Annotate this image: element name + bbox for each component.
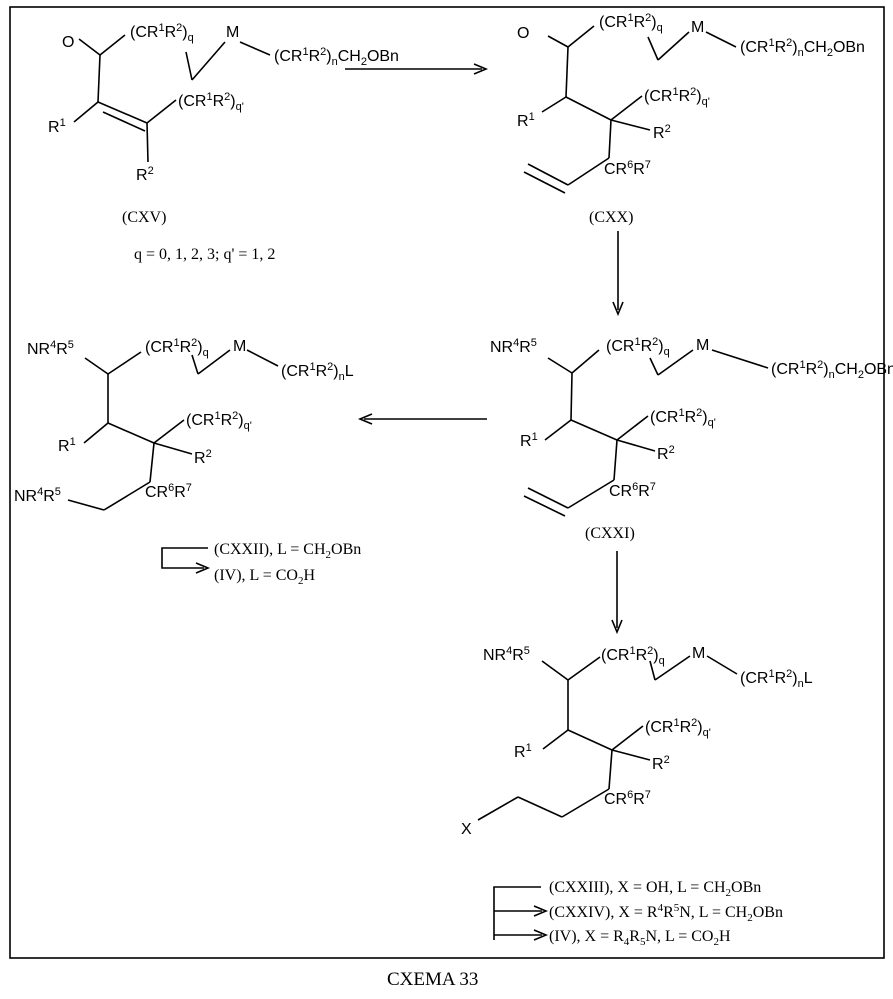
cr1r2-q-group: (CR1R2)q [606,336,670,358]
chain-group: (CR1R2)nCH2OBn [740,37,865,59]
m-linker: M [696,337,709,354]
r1-substituent: R1 [520,431,538,450]
cr6r7-group: CR6R7 [145,482,192,501]
nr4r5-group: NR4R5 [27,339,74,358]
arrow-cxxi-to-cxxii [360,414,487,424]
compound-label: (CXX) [589,209,633,226]
compound-label-cxxiv: (CXXIV), X = R4R5N, L = CH2OBn [549,902,783,924]
r2-substituent: R2 [136,165,154,184]
r2-substituent: R2 [653,123,671,142]
index-note: q = 0, 1, 2, 3; q' = 1, 2 [134,246,275,263]
r1-substituent: R1 [58,436,76,455]
m-linker: M [692,645,705,662]
cr1r2-q-group: (CR1R2)q [601,645,665,667]
cr1r2-q-group: (CR1R2)q [599,12,663,34]
x-substituent: X [461,821,472,838]
chain-group: (CR1R2)nCH2OBn [274,46,399,68]
cr1r2-qprime-group: (CR1R2)q' [645,717,711,739]
scheme-frame [10,7,884,958]
compound-label: (CXXI) [585,525,635,542]
chain-group: (CR1R2)nL [740,668,813,690]
cr1r2-q-group: (CR1R2)q [145,337,209,359]
arrow-cxx-to-cxxi [613,231,623,314]
oxygen-atom: O [62,34,74,51]
compound-label-iv: (IV), X = R4R5N, L = CO2H [549,928,731,948]
cr6r7-group: CR6R7 [609,481,656,500]
compound-cxxiii: NR4R5 (CR1R2)q M (CR1R2)nL (CR1R2)q' R1 … [461,645,813,948]
scheme-caption: CXEMA 33 [387,969,478,990]
cr1r2-qprime-group: (CR1R2)q' [644,86,710,108]
m-linker: M [691,19,704,36]
cr1r2-qprime-group: (CR1R2)q' [650,407,716,429]
r2-substituent: R2 [657,444,675,463]
compound-cxxi: NR4R5 (CR1R2)q M (CR1R2)nCH2OBn (CR1R2)q… [490,336,893,542]
chain-group: (CR1R2)nL [281,361,354,383]
oxygen-atom: O [517,25,529,42]
chain-group: (CR1R2)nCH2OBn [771,359,893,381]
compound-cxx: O (CR1R2)q M (CR1R2)nCH2OBn (CR1R2)q' R1… [517,12,865,226]
compound-label: (CXV) [122,209,166,226]
r1-substituent: R1 [514,742,532,761]
m-linker: M [233,338,246,355]
nr4r5-terminal: NR4R5 [14,486,61,505]
compound-label-cxxiii: (CXXIII), X = OH, L = CH2OBn [549,879,761,899]
nr4r5-group: NR4R5 [490,337,537,356]
cr1r2-qprime-group: (CR1R2)q' [186,410,252,432]
m-linker: M [226,24,239,41]
r1-substituent: R1 [517,111,535,130]
r2-substituent: R2 [652,754,670,773]
compound-cxv: O (CR1R2)q M (CR1R2)nCH2OBn (CR1R2)q' R1… [48,22,399,263]
compound-cxxii: NR4R5 (CR1R2)q M (CR1R2)nL (CR1R2)q' R1 … [14,337,361,587]
cr6r7-group: CR6R7 [604,789,651,808]
cr1r2-q-group: (CR1R2)q [130,22,194,44]
arrow-cxxi-to-cxxiii [612,551,622,632]
nr4r5-group: NR4R5 [483,645,530,664]
compound-label-cxxii: (CXXII), L = CH2OBn [214,541,361,561]
r1-substituent: R1 [48,117,66,136]
cr6r7-group: CR6R7 [604,159,651,178]
r2-substituent: R2 [194,448,212,467]
compound-label-iv: (IV), L = CO2H [214,567,315,587]
cr1r2-qprime-group: (CR1R2)q' [178,91,244,113]
